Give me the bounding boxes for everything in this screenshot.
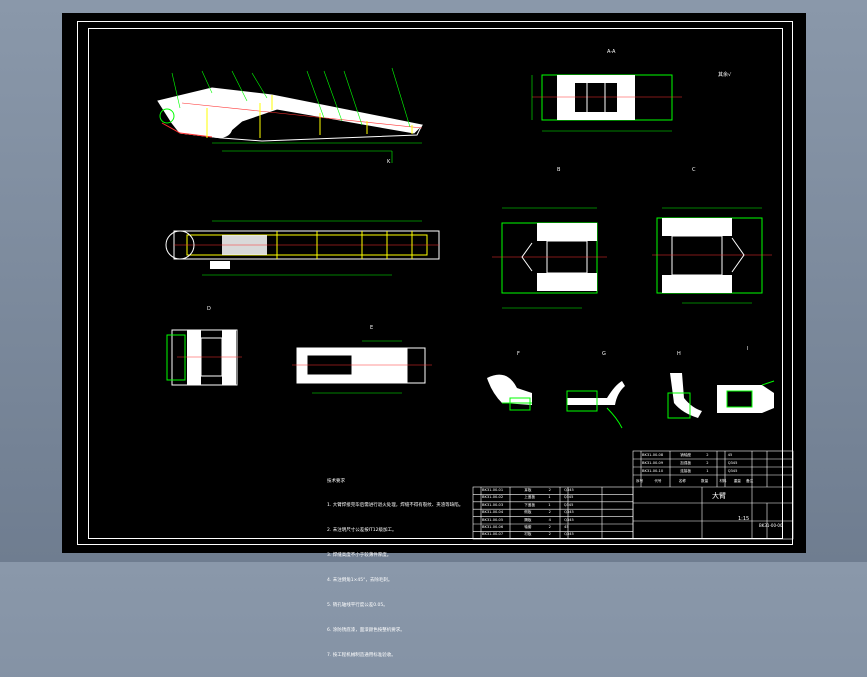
label-section-b: B (557, 167, 561, 173)
note-line: 4. 未注倒角1×45°，去除毛刺。 (327, 578, 393, 584)
note-line: 1. 大臂焊接完毕后需进行退火处理，焊缝不得有裂纹、夹渣等缺陷。 (327, 503, 464, 509)
parts-list-text: BK31-00-01 耳板 2 Q345 BK31-00-02 上盖板 1 Q3… (482, 487, 632, 539)
boom-side-view (157, 67, 424, 163)
drawing-scale: 1:15 (738, 516, 750, 522)
parts-row: BK31-00-02 上盖板 1 Q345 (482, 495, 574, 500)
label-section-f: F (517, 351, 520, 357)
section-d-view (166, 329, 242, 386)
parts-row: BK31-00-06 轴套 2 45 (482, 525, 569, 530)
label-section-c: C (692, 167, 696, 173)
detail-f-view (487, 374, 532, 411)
part-name: 大臂 (712, 492, 726, 500)
label-detail-i: I (747, 346, 749, 352)
parts-row: BK31-00-05 隔板 4 Q345 (482, 517, 574, 522)
parts-row: BK31-00-03 下盖板 1 Q345 (482, 502, 574, 507)
section-c-view (652, 207, 772, 304)
drawing-frame (88, 28, 783, 539)
title-block-text: BK31-00-08 销轴座 2 45 BK31-00-09 加强板 2 Q34… (634, 451, 792, 485)
note-line: 6. 涂防锈底漆，面漆颜色按整机要求。 (327, 627, 405, 633)
parts-list-table (472, 486, 634, 540)
title-row: BK31-00-08 销轴座 2 45 (642, 453, 733, 457)
label-detail-k: K (387, 159, 391, 165)
label-section-e: E (370, 325, 374, 331)
boom-plan-view (165, 220, 440, 276)
drawing-canvas (157, 67, 794, 540)
section-b-view (492, 207, 607, 309)
label-scale-note: 其余√ (718, 72, 732, 78)
drawing-number: BK31-00-00 (759, 523, 783, 528)
notes-title: 技术要求 (327, 478, 345, 484)
detail-h-view (667, 373, 702, 419)
detail-g-view (566, 381, 625, 429)
title-block (632, 450, 794, 540)
parts-row: BK31-00-01 耳板 2 Q345 (482, 488, 574, 492)
detail-i-view (717, 380, 775, 413)
label-section-d: D (207, 306, 211, 312)
label-section-h: H (677, 351, 681, 357)
title-row: BK31-00-10 连接板 1 Q345 (642, 469, 738, 473)
note-line: 7. 按工程机械制造通用标准验收。 (327, 652, 396, 658)
note-line: 2. 未注明尺寸公差按IT12级加工。 (327, 528, 397, 534)
header-row: 序号 代号 名称 数量 材料 重量 备注 (636, 479, 754, 483)
parts-row: BK31-00-07 衬板 2 Q345 (482, 532, 574, 537)
note-line: 3. 焊缝高度不小于较薄件厚度。 (327, 553, 392, 559)
section-a-view (531, 74, 682, 132)
label-section-g: G (602, 351, 606, 357)
drawing-sheet-border (77, 21, 793, 545)
parts-row: BK31-00-04 侧板 2 Q345 (482, 510, 574, 515)
note-line: 5. 销孔轴线平行度公差0.05。 (327, 603, 388, 609)
cad-viewport[interactable]: A-A 其余√ B C D E F G H I K 技术要求 1. 大臂焊接完毕… (62, 13, 806, 658)
label-section-a: A-A (607, 49, 616, 55)
title-row: BK31-00-09 加强板 2 Q345 (642, 461, 738, 465)
section-e-view (292, 340, 432, 394)
